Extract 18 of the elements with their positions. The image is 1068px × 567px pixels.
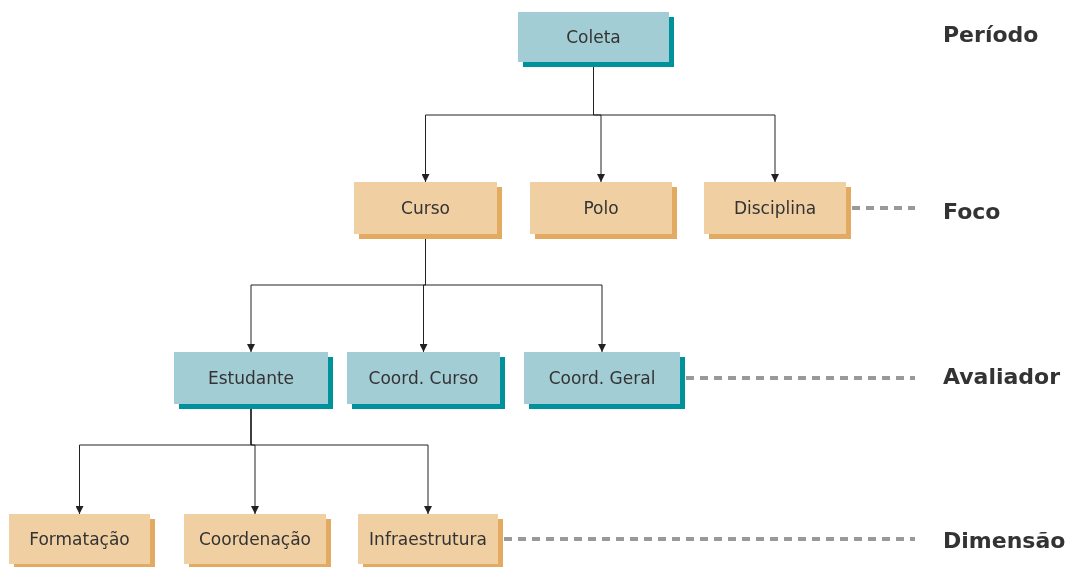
box-label: Estudante — [207, 368, 295, 388]
box-label: Coordenação — [199, 529, 311, 549]
box-label: Coord. Curso — [368, 368, 479, 388]
box-label: Disciplina — [733, 198, 817, 218]
dashed-connector — [504, 537, 915, 541]
box-label: Curso — [401, 198, 450, 218]
level-label: Período — [943, 22, 1039, 47]
level-label: Avaliador — [943, 359, 1063, 393]
dashed-connector — [686, 376, 915, 380]
box-label: Formatação — [29, 529, 130, 549]
dashed-connector — [852, 206, 915, 210]
box-label: Coord. Geral — [548, 368, 656, 388]
arrow — [250, 408, 432, 515]
box-label: Coleta — [566, 27, 621, 47]
level-label: Foco — [943, 194, 1053, 228]
box-label: Infraestrutura — [369, 529, 487, 549]
level-label: Dimensão — [943, 523, 1065, 557]
box-label: Polo — [583, 198, 619, 218]
